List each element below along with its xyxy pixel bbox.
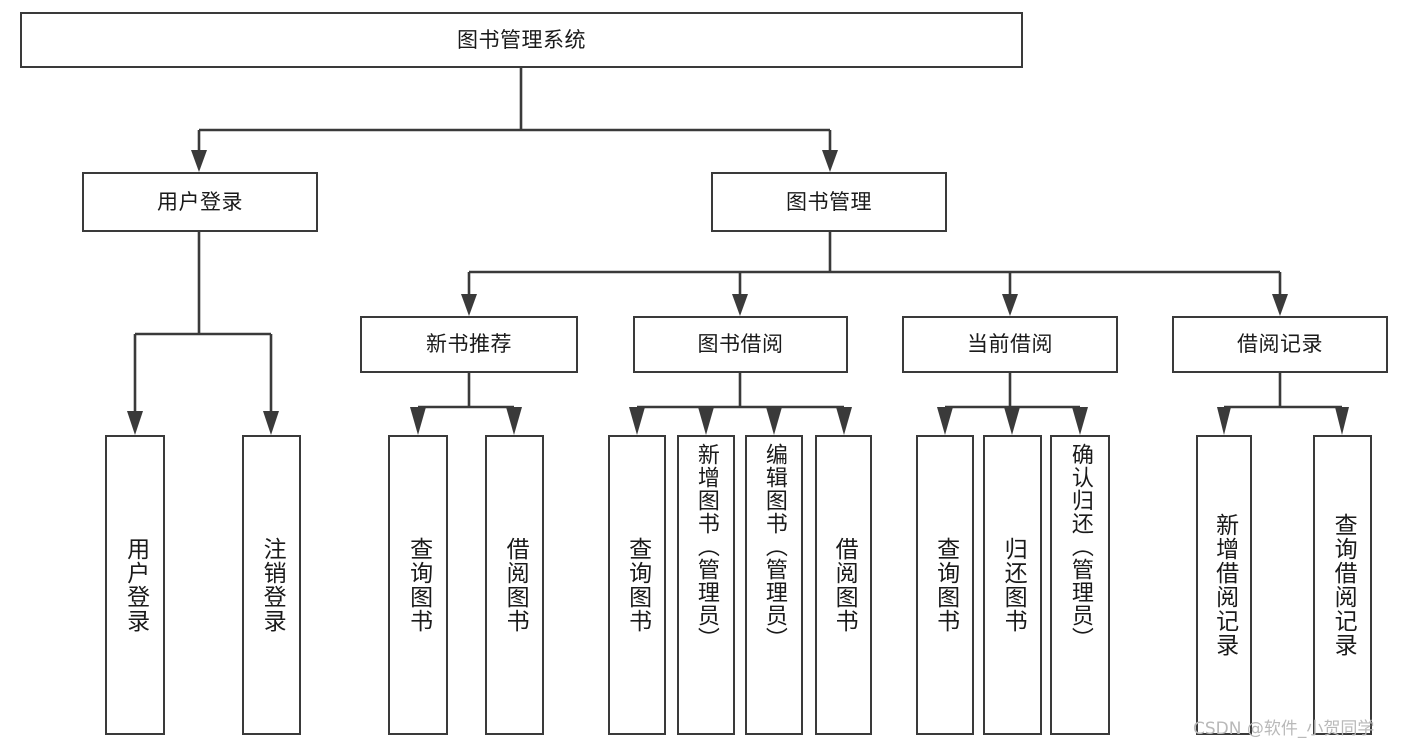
node-leaf-logout-label: 注销登录: [259, 537, 286, 633]
node-root[interactable]: 图书管理系统: [20, 12, 1023, 68]
arrowhead-leaf-query-record: [1335, 407, 1349, 435]
arrowhead-new-book-rec: [461, 294, 477, 316]
node-new-book-rec-label: 新书推荐: [426, 332, 512, 357]
node-leaf-user-login[interactable]: 用户登录: [105, 435, 165, 735]
arrowhead-leaf-logout: [263, 411, 279, 435]
arrowhead-leaf-query-book-2: [629, 407, 645, 435]
node-leaf-edit-book-label: 编辑图书（管理员）: [761, 443, 787, 650]
node-current-borrow-label: 当前借阅: [967, 332, 1053, 357]
node-user-login[interactable]: 用户登录: [82, 172, 318, 232]
arrowhead-leaf-confirm-return: [1072, 407, 1088, 435]
node-leaf-borrow-book-2-label: 借阅图书: [831, 537, 858, 633]
node-book-borrow-label: 图书借阅: [697, 332, 784, 357]
node-book-manage[interactable]: 图书管理: [711, 172, 947, 232]
arrowhead-leaf-query-book-1: [410, 407, 426, 435]
node-leaf-add-record[interactable]: 新增借阅记录: [1196, 435, 1252, 735]
node-leaf-query-book-3[interactable]: 查询图书: [916, 435, 974, 735]
node-leaf-add-book-label: 新增图书（管理员）: [693, 443, 719, 650]
arrowhead-leaf-borrow-book-1: [506, 407, 522, 435]
node-leaf-confirm-return-label: 确认归还（管理员）: [1067, 443, 1093, 650]
node-leaf-query-book-2-label: 查询图书: [624, 537, 651, 633]
arrowhead-book-borrow: [732, 294, 748, 316]
node-borrow-record-label: 借阅记录: [1237, 332, 1323, 357]
node-book-borrow[interactable]: 图书借阅: [633, 316, 848, 373]
arrowhead-leaf-add-record: [1217, 407, 1231, 435]
node-root-label: 图书管理系统: [457, 27, 586, 52]
node-leaf-return-book[interactable]: 归还图书: [983, 435, 1042, 735]
node-leaf-user-login-label: 用户登录: [122, 537, 149, 633]
node-book-manage-label: 图书管理: [786, 189, 872, 214]
node-leaf-query-book-1-label: 查询图书: [405, 537, 432, 633]
node-leaf-add-record-label: 新增借阅记录: [1211, 513, 1238, 657]
watermark-text: CSDN @软件_小贺同学: [1193, 719, 1375, 739]
arrowhead-current-borrow: [1002, 294, 1018, 316]
arrowhead-leaf-query-book-3: [937, 407, 953, 435]
node-leaf-add-book[interactable]: 新增图书（管理员）: [677, 435, 735, 735]
node-current-borrow[interactable]: 当前借阅: [902, 316, 1118, 373]
arrowhead-user-login: [191, 150, 207, 172]
node-leaf-confirm-return[interactable]: 确认归还（管理员）: [1050, 435, 1110, 735]
node-leaf-borrow-book-1-label: 借阅图书: [502, 537, 529, 633]
arrowhead-leaf-user-login: [127, 411, 143, 435]
node-leaf-query-book-2[interactable]: 查询图书: [608, 435, 666, 735]
arrowhead-leaf-return-book: [1004, 407, 1020, 435]
node-leaf-query-book-3-label: 查询图书: [932, 537, 959, 633]
node-leaf-edit-book[interactable]: 编辑图书（管理员）: [745, 435, 803, 735]
node-leaf-logout[interactable]: 注销登录: [242, 435, 301, 735]
node-leaf-query-record[interactable]: 查询借阅记录: [1313, 435, 1372, 735]
node-leaf-borrow-book-1[interactable]: 借阅图书: [485, 435, 544, 735]
node-leaf-return-book-label: 归还图书: [1000, 537, 1027, 633]
arrowhead-leaf-edit-book: [766, 407, 782, 435]
arrowhead-leaf-borrow-book-2: [836, 407, 852, 435]
arrowhead-leaf-add-book: [698, 407, 714, 435]
node-borrow-record[interactable]: 借阅记录: [1172, 316, 1388, 373]
node-new-book-rec[interactable]: 新书推荐: [360, 316, 578, 373]
arrowhead-borrow-record: [1272, 294, 1288, 316]
node-user-login-label: 用户登录: [157, 189, 243, 214]
node-leaf-borrow-book-2[interactable]: 借阅图书: [815, 435, 872, 735]
node-leaf-query-book-1[interactable]: 查询图书: [388, 435, 448, 735]
arrowhead-book-manage: [822, 150, 838, 172]
node-leaf-query-record-label: 查询借阅记录: [1330, 513, 1357, 657]
